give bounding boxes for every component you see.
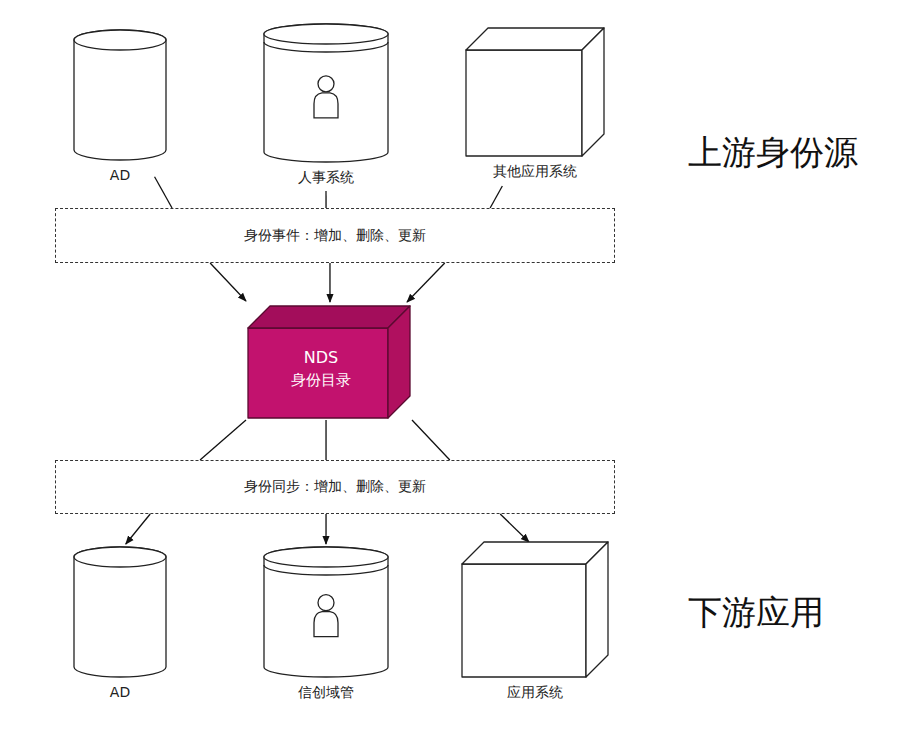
- flow-arrow: [329, 263, 330, 302]
- directory-title: 身份目录: [291, 369, 351, 391]
- band-text: 身份事件：增加、删除、更新: [242, 227, 428, 245]
- personnel-database-outline: [262, 22, 390, 164]
- node-label: 其他应用系统: [464, 158, 606, 184]
- database-cylinder-outline: [72, 28, 168, 162]
- node-label: 人事系统: [262, 164, 390, 190]
- shape-area: [262, 545, 390, 679]
- event-band: 身份事件：增加、删除、更新: [55, 208, 615, 263]
- flow-line: [155, 177, 172, 208]
- flow-arrow: [500, 514, 529, 542]
- system-cube-outline: [464, 26, 606, 158]
- system-cube: 其他应用系统: [464, 26, 606, 184]
- shape-area: [460, 540, 610, 679]
- personnel-database: 信创域管: [262, 545, 390, 705]
- flow-line: [200, 420, 246, 460]
- database-cylinder-outline: [72, 545, 168, 679]
- node-label: AD: [72, 679, 168, 705]
- flow-line: [490, 186, 502, 208]
- flow-arrow: [210, 263, 246, 301]
- system-cube-outline: [460, 540, 610, 679]
- node-label: AD: [72, 162, 168, 188]
- tier-heading: 上游身份源: [688, 130, 858, 176]
- database-cylinder: AD: [72, 545, 168, 705]
- band-text: 身份同步：增加、删除、更新: [242, 478, 428, 496]
- node-label: 应用系统: [460, 679, 610, 705]
- database-cylinder: AD: [72, 28, 168, 188]
- node-label: 信创域管: [262, 679, 390, 705]
- flow-arrow: [325, 514, 326, 544]
- directory-name: NDS: [304, 347, 338, 369]
- flow-arrow: [407, 263, 445, 302]
- shape-area: [464, 26, 606, 158]
- event-band: 身份同步：增加、删除、更新: [55, 460, 615, 514]
- tier-heading: 下游应用: [688, 590, 824, 636]
- system-cube: 应用系统: [460, 540, 610, 705]
- shape-area: [262, 22, 390, 164]
- personnel-database: 人事系统: [262, 22, 390, 190]
- flow-line: [412, 420, 450, 460]
- shape-area: [72, 545, 168, 679]
- directory-cube: NDS身份目录: [246, 304, 412, 420]
- personnel-database-outline: [262, 545, 390, 679]
- flow-line: [325, 191, 326, 208]
- flow-arrow: [126, 514, 150, 544]
- flow-line: [325, 420, 326, 460]
- shape-area: [72, 28, 168, 162]
